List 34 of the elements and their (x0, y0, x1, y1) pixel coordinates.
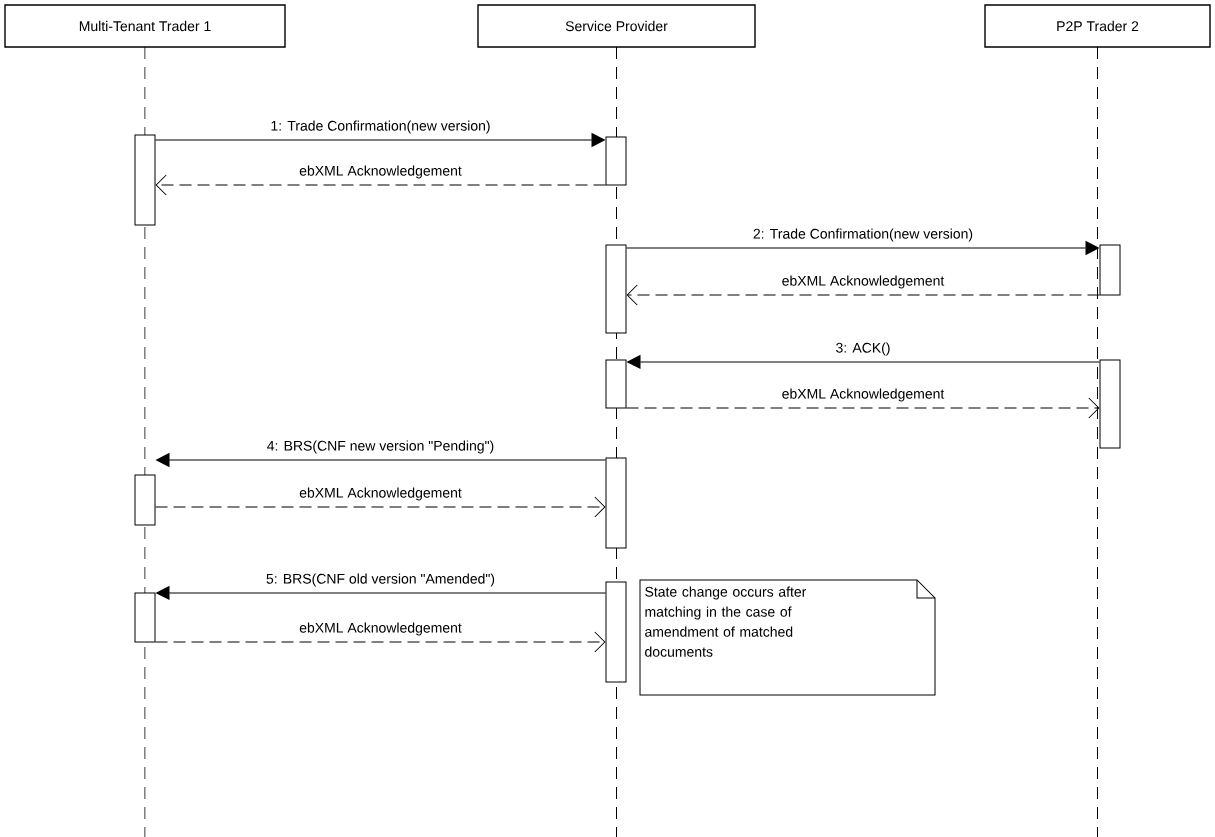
message-arrow (155, 631, 606, 653)
message-arrow (626, 284, 1100, 306)
edge-label: ebXML Acknowledgement (299, 622, 462, 636)
lifeline-head: P2P Trader 2 (984, 4, 1211, 48)
message-arrow (155, 133, 605, 147)
edge-label: 3: ACK() (836, 342, 890, 356)
activation-bar (605, 136, 627, 186)
edge-label: ebXML Acknowledgement (782, 275, 945, 289)
message-arrow (627, 355, 1100, 369)
message-arrow (155, 174, 606, 196)
edge-label: 4: BRS(CNF new version "Pending") (267, 440, 494, 454)
message-arrow (155, 496, 606, 518)
message-arrow (156, 453, 606, 467)
message-arrow (156, 586, 606, 600)
activation-bar (605, 581, 627, 683)
edge-label: 2: Trade Confirmation(new version) (753, 228, 973, 242)
note: State change occurs after matching in the case of amendment of matched documents (639, 579, 936, 696)
edge-label: 5: BRS(CNF old version "Amended") (266, 573, 495, 587)
message-arrow (626, 241, 1099, 255)
edge-label: 1: Trade Confirmation(new version) (271, 120, 490, 134)
activation-bar (1099, 359, 1121, 449)
activation-bar (134, 474, 156, 526)
activation-bar (605, 457, 627, 549)
lifeline-head: Service Provider (477, 4, 756, 48)
edge-label: ebXML Acknowledgement (299, 165, 462, 179)
activation-bar (605, 359, 627, 409)
activation-bar (605, 244, 627, 334)
activation-bar (134, 134, 156, 226)
activation-bar (1099, 244, 1121, 296)
message-arrow (626, 397, 1100, 419)
activation-bar (134, 592, 156, 643)
edge-label: ebXML Acknowledgement (299, 487, 462, 501)
edge-label: ebXML Acknowledgement (782, 388, 945, 402)
lifeline-head: Multi-Tenant Trader 1 (4, 4, 286, 48)
